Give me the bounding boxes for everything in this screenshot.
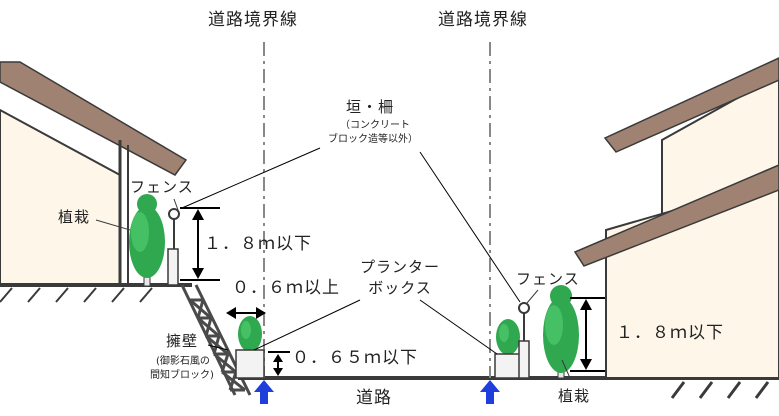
- right-house-roof-back: [603, 57, 779, 153]
- fence-label-left: フェンス: [130, 178, 194, 196]
- planting-leader-right: [561, 359, 571, 379]
- planter-box-left: [235, 316, 265, 379]
- arrow-up-icon-left: [254, 380, 274, 404]
- height-dimension-right: [570, 297, 606, 372]
- height-label-left: １．８ｍ以下: [204, 234, 312, 254]
- planter-height-label: ０．６５ｍ以下: [292, 348, 418, 368]
- left-tree-icon: [129, 194, 165, 287]
- retaining-wall-sub-1: (御影石風の: [156, 356, 210, 367]
- fence-leader-right: [526, 289, 539, 304]
- fence-title: 垣・柵: [346, 98, 395, 116]
- fence-callout-leader-right: [419, 151, 521, 303]
- boundary-line-label-right: 道路境界線: [438, 10, 528, 30]
- planter-label-2: ボックス: [368, 279, 432, 297]
- retaining-wall-leader: [207, 344, 229, 351]
- left-house-roof: [0, 61, 188, 176]
- left-ground: [0, 283, 192, 303]
- road-surface: [238, 376, 779, 399]
- fence-subtitle-2: ブロック造等以外）: [328, 134, 418, 145]
- planter-callout-leader-left: [253, 299, 361, 351]
- planter-label-1: プランター: [359, 258, 440, 276]
- boundary-line-label-left: 道路境界線: [208, 10, 298, 30]
- fence-leader-left: [173, 198, 179, 211]
- fence-label-right: フェンス: [516, 270, 580, 288]
- fence-subtitle-1: （コンクリート: [340, 120, 410, 131]
- planter-height-dimension: [268, 351, 290, 376]
- retaining-wall-sub-2: 間知ブロック): [150, 370, 214, 381]
- planting-leader-left: [95, 219, 131, 231]
- height-label-right: １．８ｍ以下: [616, 323, 724, 343]
- planting-label-right: 植栽: [558, 387, 591, 405]
- road-label: 道路: [356, 388, 392, 408]
- height-dimension-left: [180, 207, 220, 281]
- right-fence-icon: [518, 302, 530, 379]
- retaining-wall-label: 擁壁: [166, 332, 199, 350]
- right-house: [573, 57, 779, 379]
- left-fence-icon: [167, 208, 180, 286]
- planter-callout-leader-right: [419, 299, 498, 355]
- left-house: [0, 61, 188, 286]
- retaining-wall-graphic: [180, 284, 252, 396]
- right-house-roof-front: [573, 164, 779, 267]
- right-tree-icon: [543, 285, 579, 379]
- fence-callout-leader-left: [181, 147, 321, 209]
- arrow-up-icon-right: [480, 380, 500, 404]
- setback-dimension: [226, 307, 266, 319]
- setback-label: ０．６ｍ以上: [232, 278, 340, 298]
- planting-label-left: 植栽: [58, 208, 91, 226]
